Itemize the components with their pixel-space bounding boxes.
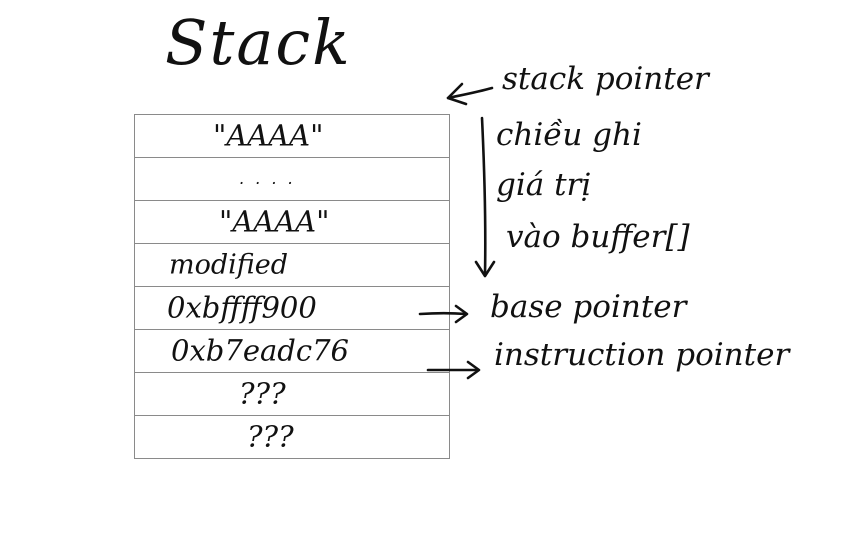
write-direction-label-line3: vào buffer[] — [506, 219, 690, 255]
stack-cell-text: "AAAA" — [213, 118, 324, 153]
write-direction-label-line2: giá trị — [496, 167, 592, 203]
stack-cell: "AAAA" — [135, 115, 449, 158]
stack-cell: 0xb7eadc76 — [135, 330, 449, 373]
instruction-pointer-arrow — [426, 360, 481, 380]
stack-cell-text: 0xb7eadc76 — [171, 333, 349, 368]
base-pointer-label: base pointer — [490, 289, 687, 325]
stack-cell: . . . . — [135, 158, 449, 201]
stack-table: "AAAA" . . . . "AAAA" modified 0xbffff90… — [134, 114, 450, 459]
stack-cell: ??? — [135, 373, 449, 416]
stack-cell-text: ??? — [239, 376, 286, 411]
stack-cell-text: 0xbffff900 — [167, 290, 317, 325]
stack-cell-text: "AAAA" — [219, 204, 330, 239]
write-direction-arrow — [474, 116, 496, 278]
stack-cell-text: . . . . — [239, 169, 296, 188]
stack-pointer-arrow — [446, 82, 494, 106]
diagram-title: Stack — [165, 6, 352, 79]
stack-cell: 0xbffff900 — [135, 287, 449, 330]
stack-pointer-label: stack pointer — [502, 61, 709, 97]
stack-cell-text: modified — [169, 249, 289, 281]
stack-cell: ??? — [135, 416, 449, 459]
stack-cell: "AAAA" — [135, 201, 449, 244]
write-direction-label-line1: chiều ghi — [496, 117, 642, 153]
stack-cell-text: ??? — [247, 419, 294, 454]
stack-cell: modified — [135, 244, 449, 287]
instruction-pointer-label: instruction pointer — [494, 337, 790, 373]
base-pointer-arrow — [418, 304, 469, 324]
